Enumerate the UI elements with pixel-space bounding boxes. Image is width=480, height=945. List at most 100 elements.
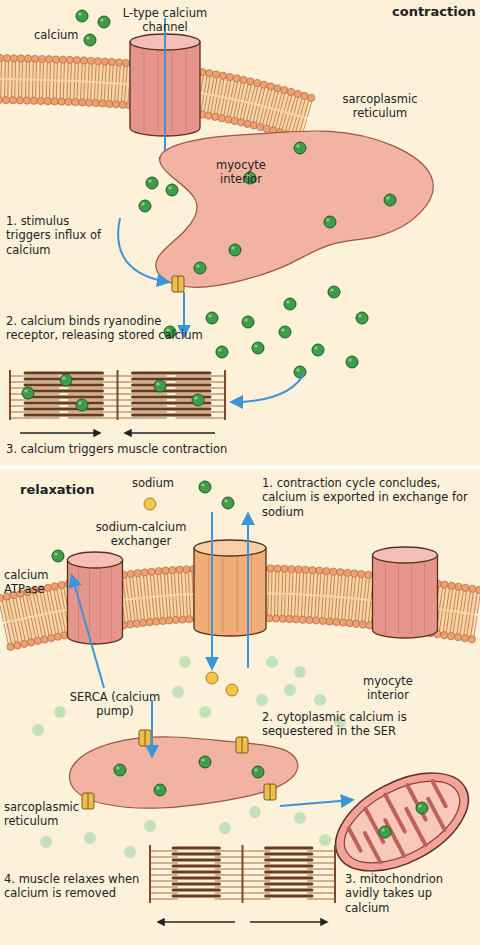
lipid-tail [227,100,230,117]
lipid-tail [34,617,38,638]
lipid-tail [316,574,317,595]
lipid-head [260,81,267,88]
lipid-tail [14,80,15,97]
lipid-tail [118,84,119,101]
lipid-head [308,94,315,101]
calcium-ion [346,356,358,368]
ion-highlight [78,401,81,404]
lipid-head [140,619,147,626]
lipid-tail [157,574,159,595]
mitochondrion [320,753,480,891]
lipid-tail [281,595,283,616]
lipid-tail [345,599,347,620]
lipid-head [326,618,333,625]
lipid-tail [133,577,135,598]
z-line [117,370,119,420]
lipid-tail [70,82,72,99]
lipid-head [10,55,17,62]
ion-highlight [296,368,299,371]
lipid-head [461,635,468,642]
flow-arrow [232,372,305,402]
sarcomere [10,370,225,420]
lipid-tail [474,593,477,614]
lipid-head [358,571,365,578]
lipid-head [141,569,148,576]
lipid-head [365,571,372,578]
channel-top [373,547,438,563]
lipid-tail [66,82,68,99]
lipid-head [127,570,134,577]
calcium-ion [166,184,178,196]
lipid-tail [41,616,45,637]
lipid-tail [367,578,369,599]
lipid-tail [295,595,296,616]
thin-filament [243,851,271,852]
lipid-head [153,618,160,625]
thin-filament [118,406,167,407]
thin-filament [68,406,117,407]
z-line [9,370,11,420]
thin-filament [150,881,178,882]
lipid-tail [204,76,207,93]
lipid-head [302,566,309,573]
thin-filament [307,881,335,882]
lipid-head [101,58,108,65]
thin-filament [150,887,178,888]
lipid-tail [188,572,189,593]
lipid-head [155,568,162,575]
lipid-tail [176,596,177,617]
lipid-head [38,55,45,62]
flow-arrow [247,514,249,668]
calcium-ion [206,312,218,324]
lipid-tail [467,592,470,613]
lipid-head [274,565,281,572]
lipid-head [2,97,9,104]
faded-calcium-ion [144,820,156,832]
lipid-tail [298,595,299,616]
thick-filament [25,390,102,393]
lipid-tail [321,597,323,618]
lipid-tail [285,572,287,593]
lipid-tail [284,595,286,616]
lipid-tail [308,596,309,617]
lipid-tail [128,85,129,102]
lipid-head [447,633,454,640]
calcium-ion [294,142,306,154]
lipid-head [58,98,65,105]
channel-body [373,555,438,638]
ion-highlight [218,348,221,351]
lipid-tail [43,62,44,79]
lipid-tail [185,572,186,593]
lipid-head [73,57,80,64]
ion-highlight [418,804,421,807]
lipid-tail [443,588,446,609]
lipid-tail [288,572,290,593]
lipid-tail [123,66,124,83]
lipid-tail [291,595,293,616]
calcium-ion [242,316,254,328]
lipid-tail [18,80,19,97]
lipid-tail [323,574,325,595]
lipid-head [92,99,99,106]
thin-filament [243,863,271,864]
lipid-head [127,621,134,628]
lipid-tail [150,575,152,596]
lipid-tail [357,577,359,598]
lipid-head [30,97,37,104]
thick-filament [266,883,312,886]
lipid-head [169,567,176,574]
thin-filament [307,851,335,852]
lipid-tail [162,597,164,618]
ion-highlight [348,358,351,361]
serca-pump [139,730,151,746]
ion-highlight [386,196,389,199]
thin-filament [215,881,243,882]
lipid-head [48,635,55,642]
calcium-ion [52,550,64,562]
lipid-tail [119,66,120,83]
channel-shading [186,48,187,132]
sodium-ion [206,672,218,684]
lipid-tail [453,590,456,611]
ion-highlight [78,12,81,15]
